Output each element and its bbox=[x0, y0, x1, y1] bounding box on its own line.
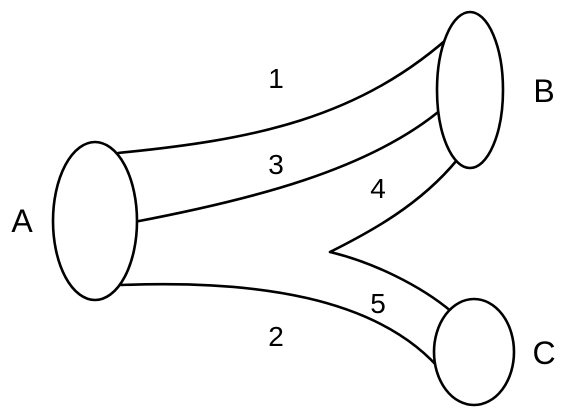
node-a-ellipse bbox=[51, 140, 139, 302]
node-b-label: B bbox=[533, 73, 554, 109]
node-c-label: C bbox=[532, 335, 555, 371]
node-c-ellipse bbox=[432, 297, 516, 407]
edge-3-label: 3 bbox=[268, 149, 284, 180]
edge-2-label: 2 bbox=[268, 321, 284, 352]
node-b-ellipse bbox=[435, 10, 505, 170]
edge-5-label: 5 bbox=[370, 288, 386, 319]
edge-1-label: 1 bbox=[268, 63, 284, 94]
edge-1-curve bbox=[116, 28, 459, 155]
edge-4-5-curve bbox=[328, 158, 459, 314]
edge-2-curve bbox=[119, 282, 446, 376]
node-a-label: A bbox=[11, 203, 33, 239]
edge-4-label: 4 bbox=[370, 173, 386, 204]
edge-3-curve bbox=[132, 106, 445, 224]
